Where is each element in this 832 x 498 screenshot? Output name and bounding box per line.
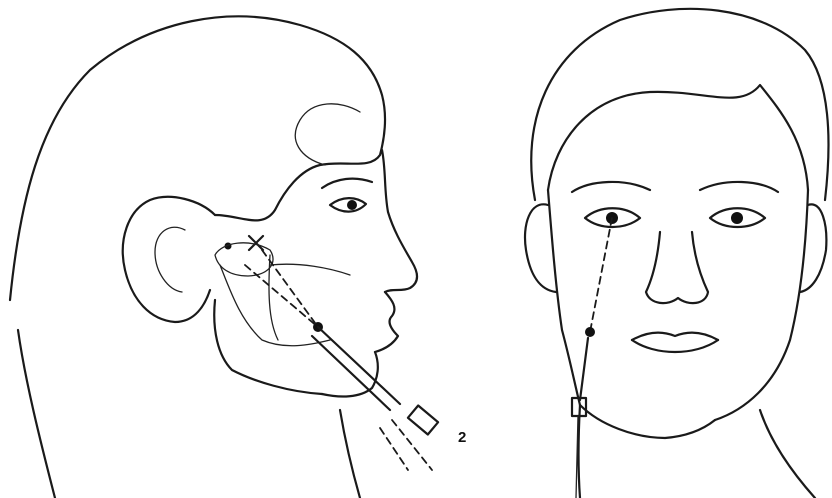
profile-hair-outline (10, 16, 385, 300)
frontal-mouth-upper (632, 333, 718, 340)
profile-neck-back (18, 330, 55, 498)
profile-pupil (347, 200, 357, 210)
frontal-eyebrow-left (572, 182, 650, 192)
frontal-hair-outline (531, 9, 828, 200)
profile-neck-front (340, 410, 360, 498)
profile-jaw (214, 300, 322, 394)
profile-ear (123, 197, 215, 322)
profile-ear-inner (155, 227, 185, 292)
condyle-outline (215, 243, 273, 276)
frontal-nose (646, 232, 708, 303)
needle-shaft (318, 327, 400, 404)
frontal-neck-right (760, 410, 815, 498)
frontal-hairline (548, 85, 808, 190)
frontal-eyebrow-right (700, 182, 778, 192)
syringe-body (408, 406, 438, 435)
frontal-pupil-right (731, 212, 743, 224)
profile-lips (375, 292, 398, 352)
guide-line-lower (245, 265, 318, 327)
profile-cheek (270, 264, 350, 275)
frontal-head (525, 9, 829, 498)
frontal-neck-left (579, 405, 581, 498)
frontal-mouth-lower (632, 340, 718, 352)
needle-number-label: 2 (458, 429, 466, 446)
frontal-needle (580, 338, 588, 400)
profile-eyebrow (322, 179, 372, 188)
frontal-chin (580, 405, 715, 438)
profile-head: 2 (10, 16, 466, 498)
profile-forehead (382, 150, 417, 292)
frontal-injection-point (585, 327, 595, 337)
frontal-face-right (715, 190, 808, 420)
frontal-guide-line (590, 218, 612, 332)
frontal-face-left (548, 190, 580, 405)
profile-hair-inner (295, 104, 360, 165)
syringe-tail (392, 420, 432, 470)
